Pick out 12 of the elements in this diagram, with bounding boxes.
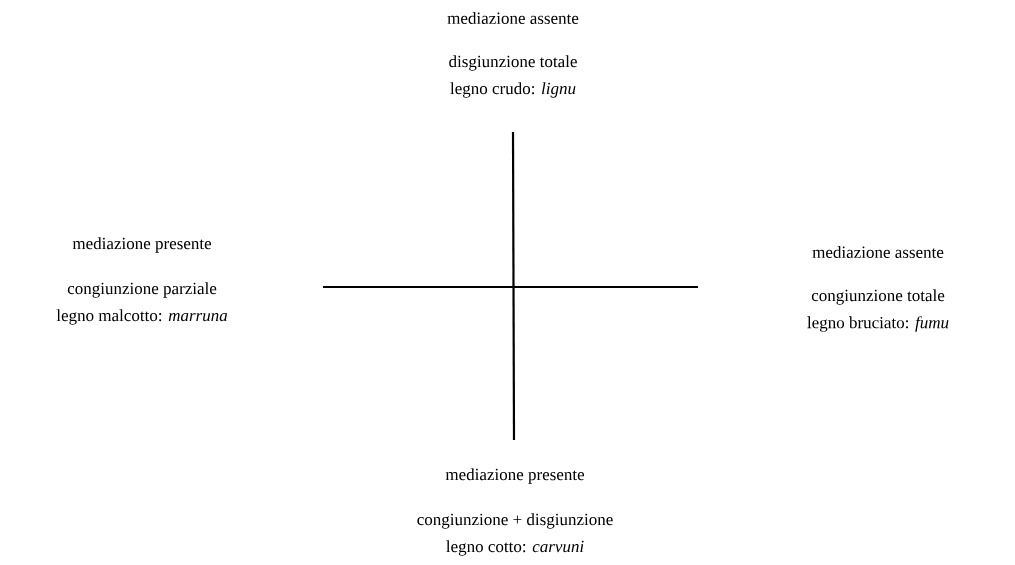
quadrant-label: mediazione presente — [445, 468, 585, 484]
quadrant-label: mediazione assente — [447, 12, 579, 24]
quadrant-label: congiunzione totale — [811, 289, 945, 305]
quadrant-label: mediazione presente — [72, 237, 212, 253]
quadrant-label: legno bruciato: fumu — [807, 316, 949, 332]
quadrant-label: legno crudo: lignu — [450, 82, 576, 98]
quadrant-label: legno cotto: carvuni — [446, 540, 584, 556]
quadrant-label: mediazione assente — [812, 246, 944, 258]
quadrant-label: congiunzione parziale — [67, 282, 217, 298]
quadrant-label: congiunzione + disgiunzione — [417, 513, 613, 529]
quadrant-label: legno malcotto: marruna — [56, 309, 228, 325]
quadrant-label: disgiunzione totale — [449, 55, 577, 71]
